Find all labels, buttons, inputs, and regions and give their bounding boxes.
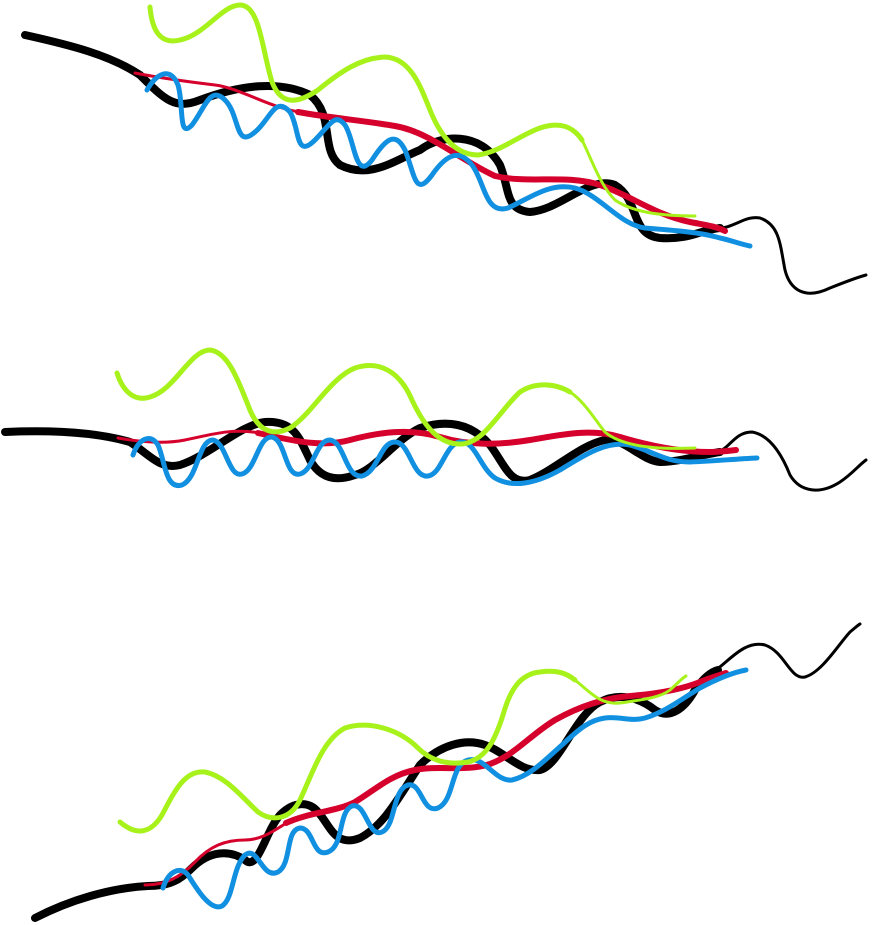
red-strand-bottom (143, 820, 290, 887)
blue-strand-top (144, 71, 753, 249)
red-strand-middle-thick (255, 428, 739, 455)
black-tail-middle (716, 430, 868, 492)
green-strand-top-thin (580, 138, 697, 218)
green-strand-bottom (117, 668, 578, 834)
black-tail-bottom (714, 622, 862, 679)
blue-strand-bottom (160, 667, 749, 910)
blue-strand-middle (130, 434, 760, 488)
green-strand-top (147, 2, 585, 158)
green-strand-middle (114, 347, 573, 447)
black-strand-top (21, 31, 724, 243)
panel-top (21, 2, 868, 295)
red-strand-top-thick (295, 109, 728, 234)
green-strand-middle-thin (568, 390, 697, 450)
black-strand-middle (1, 417, 724, 485)
green-strand-bottom-thin (573, 674, 688, 705)
panel-bottom (31, 622, 862, 922)
black-strand-bottom (31, 666, 722, 922)
black-tail-top (713, 216, 868, 295)
red-strand-middle (116, 429, 262, 444)
panel-middle (1, 347, 868, 492)
red-strand-bottom-thick (283, 670, 729, 826)
